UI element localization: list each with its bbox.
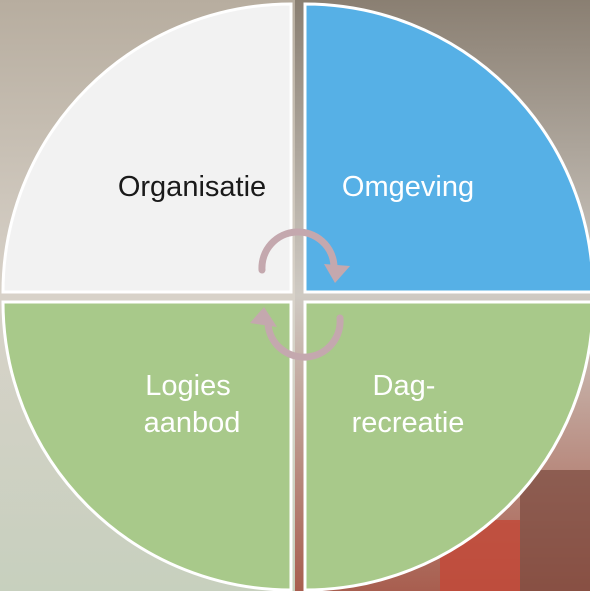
quadrant-logies-aanbod-label: Logies aanbod [144,370,241,439]
quadrant-omgeving-shape [303,2,590,294]
quadrant-organisatie-shape [1,2,293,294]
cycle-arrow-bottom [250,307,344,361]
quadrant-logies-aanbod: Logies aanbod [1,300,293,591]
cycle-arrow-top-head [324,264,350,283]
quadrant-dagrecreatie: Dag- recreatie [303,300,590,591]
cycle-arrows [250,228,350,361]
quadrant-omgeving: Omgeving [303,2,590,294]
quadrant-dagrecreatie-label: Dag- recreatie [352,370,465,439]
quadrant-dagrecreatie-shape [303,300,590,591]
cycle-arrow-top [258,228,350,283]
background-building [520,470,590,591]
cycle-arrow-bottom-arc [264,314,344,361]
cycle-arrow-bottom-head [250,307,277,327]
quadrant-organisatie: Organisatie [1,2,293,294]
quadrant-omgeving-label: Omgeving [342,171,474,203]
cycle-arrow-top-arc [258,228,338,274]
quadrant-logies-aanbod-shape [1,300,293,591]
quadrant-organisatie-label: Organisatie [118,171,266,203]
